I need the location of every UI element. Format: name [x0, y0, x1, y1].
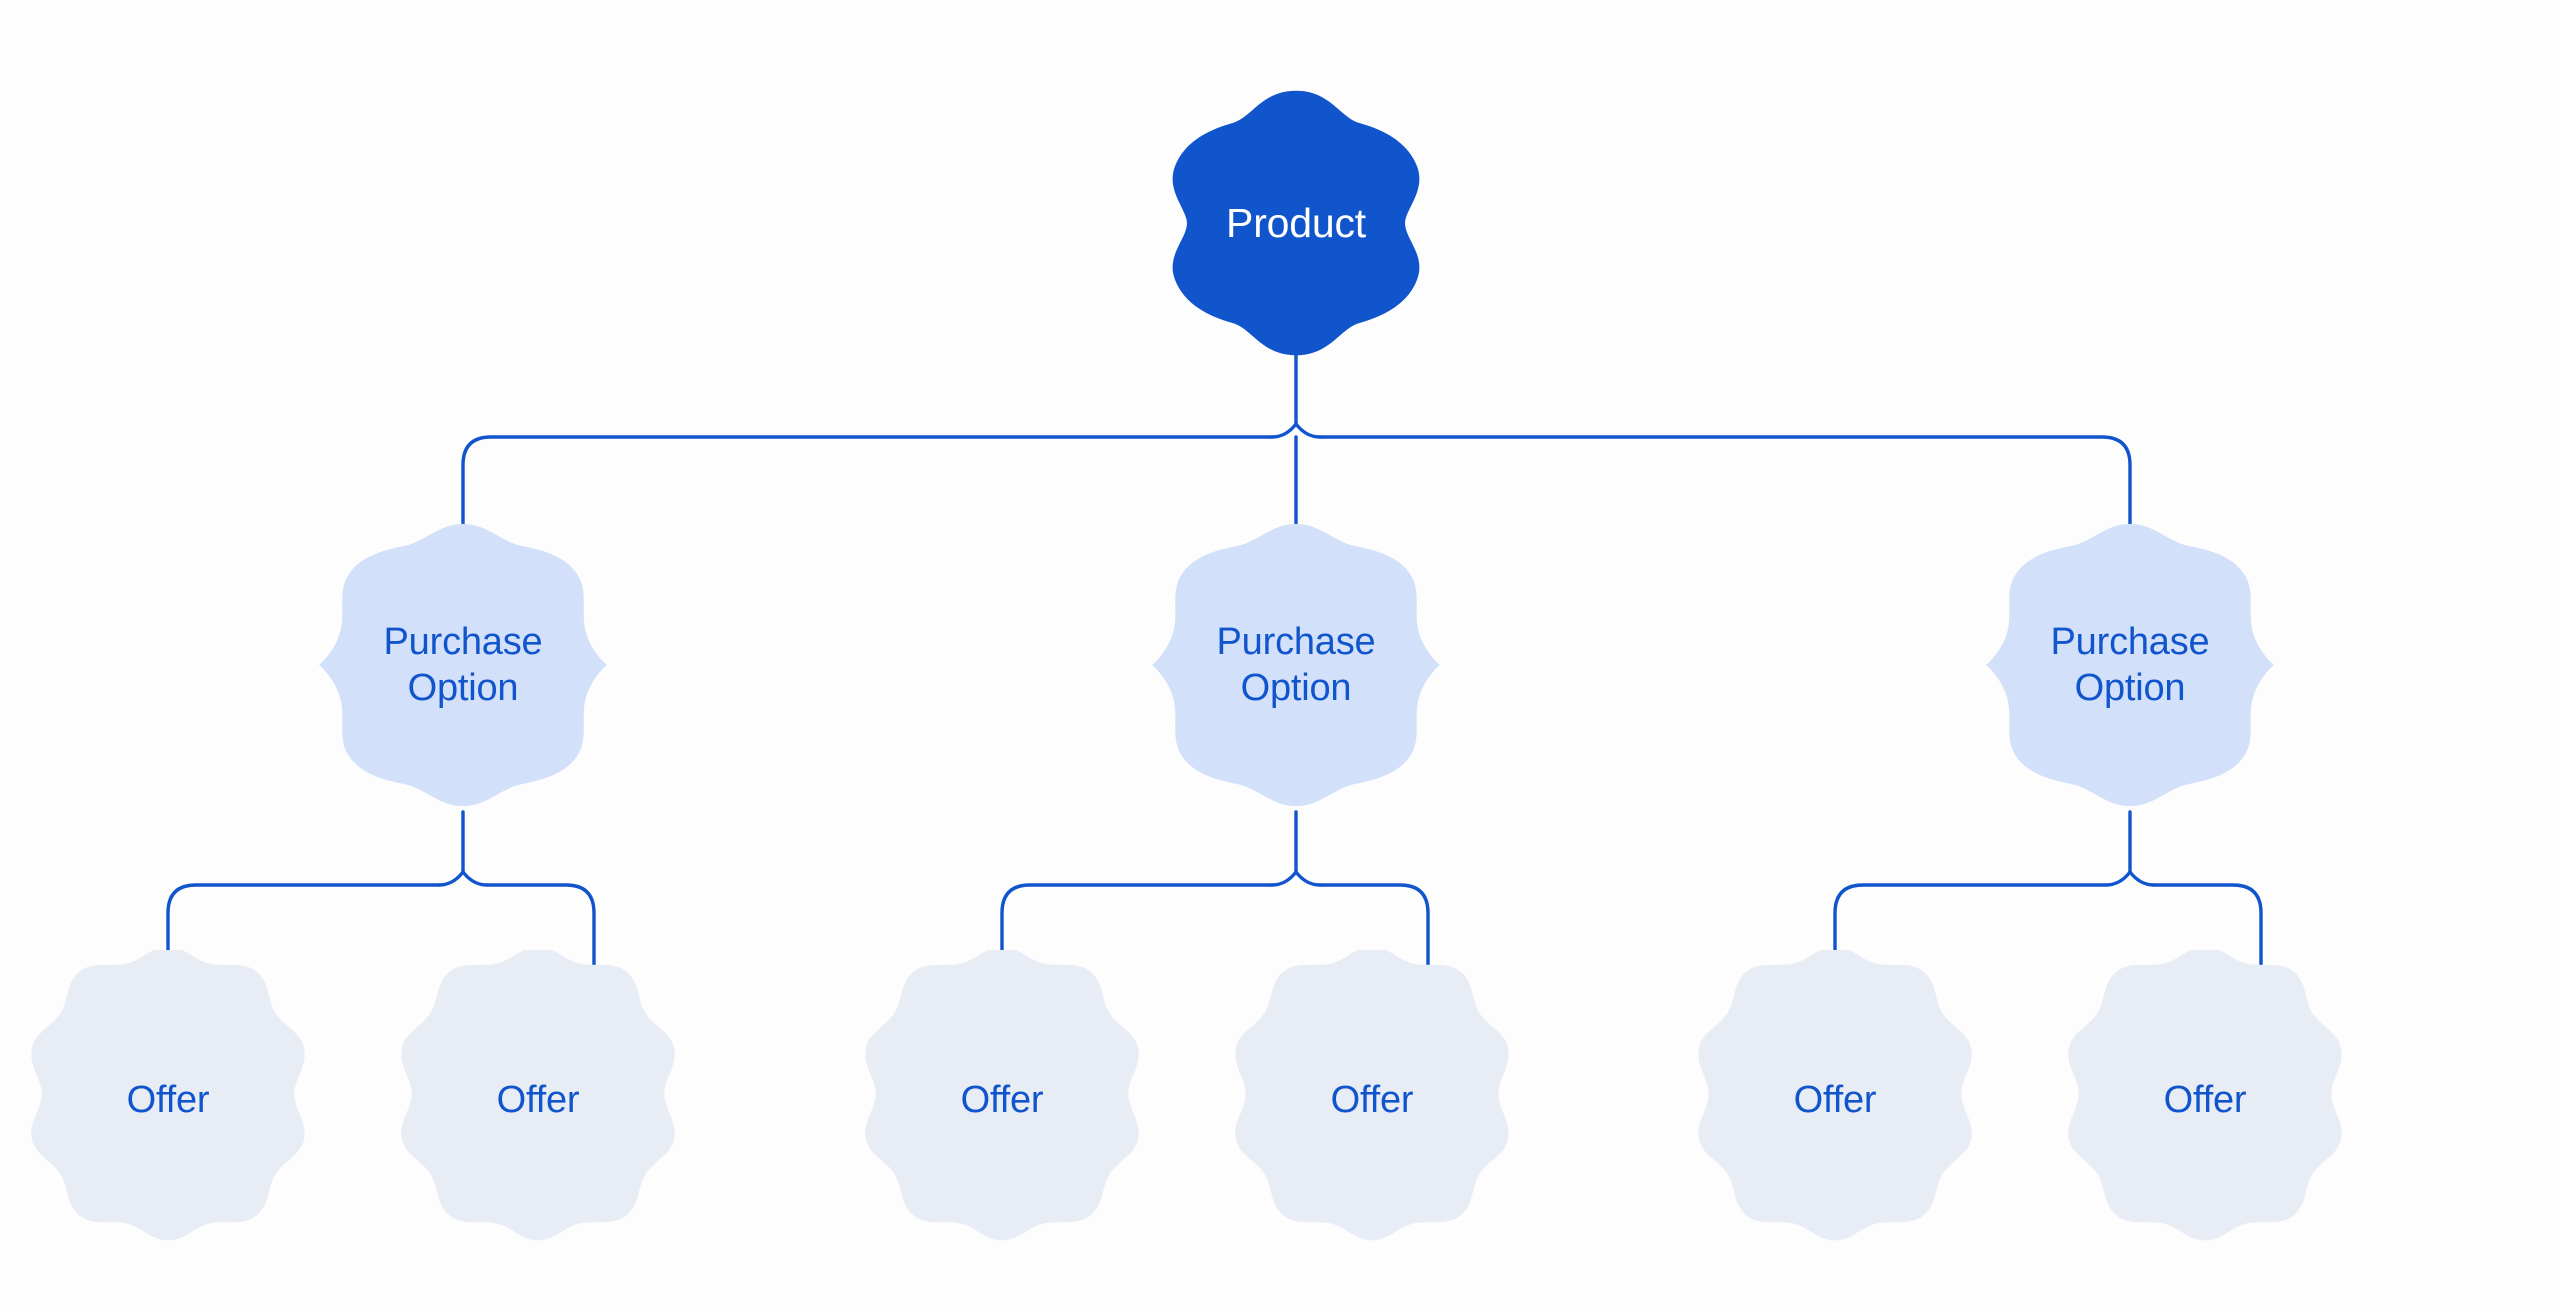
offer-blob-shape — [401, 950, 675, 1241]
node-purchase-option-2[interactable]: Purchase Option — [1146, 518, 1446, 812]
node-purchase-option-3[interactable]: Purchase Option — [1980, 518, 2280, 812]
edge-option3-fillet-left — [2104, 870, 2132, 887]
offer-blob-shape — [2068, 950, 2342, 1241]
offer-blob-shape — [865, 950, 1139, 1241]
edge-product-fillet-right — [1294, 422, 1322, 439]
edge-option2-fillet-right — [1294, 870, 1322, 887]
node-purchase-option-1[interactable]: Purchase Option — [313, 518, 613, 812]
node-offer-3-label: Offer — [960, 1078, 1044, 1121]
node-product[interactable]: Product — [1163, 88, 1429, 358]
node-offer-2-label: Offer — [496, 1078, 580, 1121]
node-offer-4-label: Offer — [1330, 1078, 1414, 1121]
offer-blob-shape — [31, 950, 305, 1241]
offer-blob-shape — [1235, 950, 1509, 1241]
node-offer-6-label: Offer — [2163, 1078, 2247, 1121]
node-offer-3[interactable]: Offer — [860, 950, 1144, 1250]
purchase-option-blob-shape — [319, 523, 607, 807]
node-offer-5-label: Offer — [1793, 1078, 1877, 1121]
node-offer-1[interactable]: Offer — [26, 950, 310, 1250]
purchase-option-blob-shape — [1986, 523, 2274, 807]
edge-option3-fillet-right — [2128, 870, 2156, 887]
node-product-label: Product — [1226, 199, 1366, 246]
purchase-option-blob-shape — [1152, 523, 1440, 807]
edge-option2-fillet-left — [1270, 870, 1298, 887]
node-offer-6[interactable]: Offer — [2063, 950, 2347, 1250]
node-purchase-option-3-label: Purchase Option — [2050, 620, 2210, 709]
node-offer-1-label: Offer — [126, 1078, 210, 1121]
edge-product-fillet-left — [1270, 422, 1298, 439]
product-blob-shape — [1172, 90, 1420, 356]
node-purchase-option-2-label: Purchase Option — [1216, 620, 1376, 709]
node-offer-2[interactable]: Offer — [396, 950, 680, 1250]
edge-option1-fillet-left — [437, 870, 465, 887]
node-purchase-option-1-label: Purchase Option — [383, 620, 543, 709]
edge-option1-fillet-right — [461, 870, 489, 887]
offer-blob-shape — [1698, 950, 1972, 1241]
node-offer-5[interactable]: Offer — [1693, 950, 1977, 1250]
node-offer-4[interactable]: Offer — [1230, 950, 1514, 1250]
